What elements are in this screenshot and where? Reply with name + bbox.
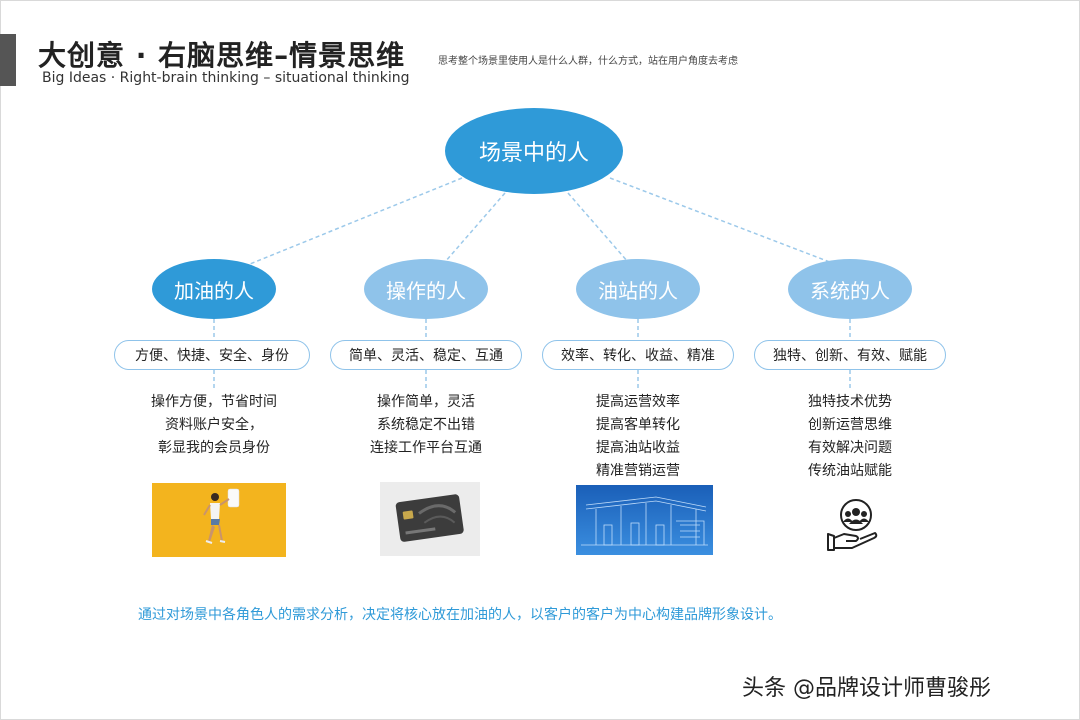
node-description: 提高运营效率 提高客单转化 提高油站收益 精准营销运营 — [543, 391, 733, 483]
node-description: 操作方便，节省时间 资料账户安全， 彰显我的会员身份 — [119, 391, 309, 460]
payment-card-photo — [380, 482, 480, 556]
node-system-person: 系统的人 — [788, 259, 912, 319]
center-node: 场景中的人 — [445, 108, 623, 194]
keyword-tag: 简单、灵活、稳定、互通 — [330, 340, 522, 370]
connector-center-to-node-2 — [444, 192, 506, 263]
node-label: 操作的人 — [386, 278, 466, 303]
connector-center-to-node-4 — [609, 177, 836, 265]
connector-center-to-node-1 — [249, 177, 463, 265]
center-node-label: 场景中的人 — [478, 141, 589, 166]
node-description: 独特技术优势 创新运营思维 有效解决问题 传统油站赋能 — [755, 391, 945, 483]
description-line: 精准营销运营 — [596, 463, 680, 479]
conclusion-text: 通过对场景中各角色人的需求分析，决定将核心放在加油的人，以客户的客户为中心构建品… — [138, 607, 782, 623]
watermark-text: 头条 @品牌设计师曹骏彤 — [742, 676, 991, 701]
node-operator-person: 操作的人 — [364, 259, 488, 319]
description-line: 独特技术优势 — [808, 394, 892, 410]
page-description: 思考整个场景里使用人是什么人群，什么方式，站在用户角度去考虑 — [438, 56, 738, 67]
description-line: 系统稳定不出错 — [377, 417, 475, 433]
node-station-person: 油站的人 — [576, 259, 700, 319]
description-line: 操作方便，节省时间 — [151, 394, 277, 410]
node-label: 油站的人 — [598, 278, 678, 303]
gas-station-wireframe — [576, 485, 713, 555]
page-subtitle: Big Ideas · Right-brain thinking – situa… — [42, 70, 410, 86]
description-line: 创新运营思维 — [808, 417, 892, 433]
page-title: 大创意 · 右脑思维–情景思维 — [38, 39, 406, 72]
node-description: 操作简单，灵活 系统稳定不出错 连接工作平台互通 — [331, 391, 521, 460]
description-line: 提高运营效率 — [596, 394, 680, 410]
connector-center-to-node-3 — [567, 192, 629, 263]
keyword-tag: 效率、转化、收益、精准 — [542, 340, 734, 370]
node-label: 系统的人 — [810, 278, 890, 303]
description-line: 资料账户安全， — [165, 417, 263, 433]
node-label: 加油的人 — [174, 278, 254, 303]
description-line: 提高油站收益 — [596, 440, 680, 456]
keyword-tag: 方便、快捷、安全、身份 — [114, 340, 310, 370]
header-accent-bar — [0, 34, 16, 86]
description-line: 提高客单转化 — [596, 417, 680, 433]
keyword-tag: 独特、创新、有效、赋能 — [754, 340, 946, 370]
node-fueling-person: 加油的人 — [152, 259, 276, 319]
description-line: 传统油站赋能 — [808, 463, 892, 479]
description-line: 操作简单，灵活 — [377, 394, 475, 410]
hand-holding-people-icon — [824, 496, 882, 554]
description-line: 有效解决问题 — [808, 440, 892, 456]
person-with-phone-photo — [152, 483, 286, 557]
description-line: 连接工作平台互通 — [370, 440, 482, 456]
description-line: 彰显我的会员身份 — [158, 440, 270, 456]
